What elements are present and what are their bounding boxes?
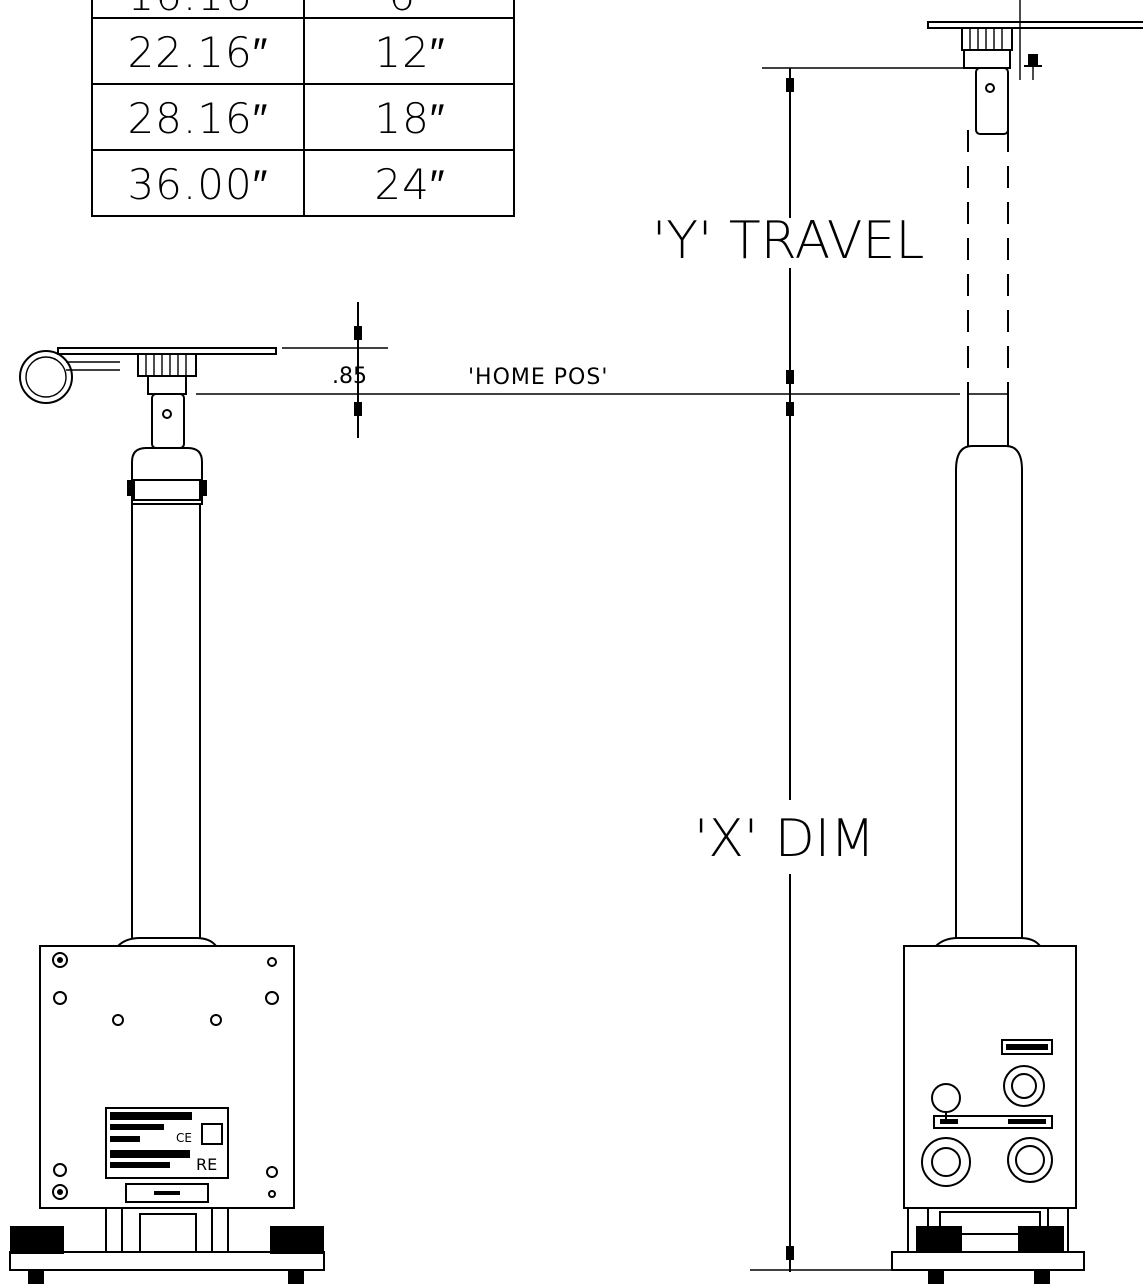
x-dim-label: 'X' DIM — [694, 809, 875, 869]
table-cell-travel: 24″ — [374, 160, 445, 209]
stand-front-view: CE RE — [9, 347, 325, 1284]
table-cell-x-dim: 36.00″ — [127, 160, 268, 209]
dimension-table: 16.16″ 6″ 22.16″ 12″ 28.16″ 18″ 36.00″ 2… — [91, 0, 515, 217]
table-cell-travel: 6″ — [388, 0, 432, 20]
offset-label: .85 — [332, 364, 367, 389]
vertical-dimension: 'Y' TRAVEL 'X' DIM — [652, 67, 968, 1272]
svg-text:RE: RE — [196, 1155, 217, 1174]
table-cell-travel: 12″ — [374, 28, 445, 77]
svg-text:CE: CE — [176, 1131, 192, 1145]
table-cell-x-dim: 28.16″ — [127, 94, 268, 143]
home-pos-label: 'HOME POS' — [468, 365, 608, 390]
table-cell-x-dim: 22.16″ — [127, 28, 268, 77]
table-cell-x-dim: 16.16″ — [127, 0, 268, 20]
offset-dimension: .85 'HOME POS' — [196, 302, 960, 438]
y-travel-label: 'Y' TRAVEL — [652, 211, 924, 271]
table-cell-travel: 18″ — [374, 94, 445, 143]
stand-side-view — [891, 0, 1143, 1284]
